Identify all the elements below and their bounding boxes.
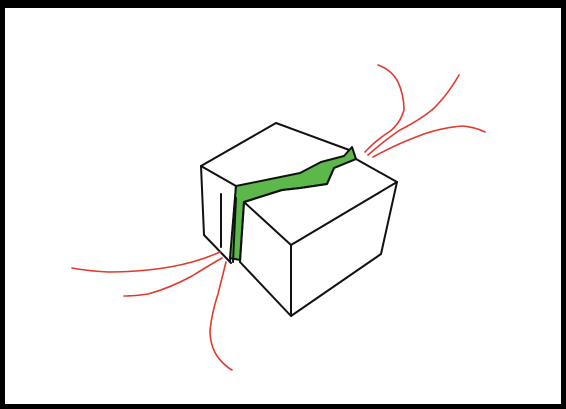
left-block-top-edge bbox=[200, 122, 353, 167]
right-block-bottom-edges bbox=[239, 181, 398, 317]
fracture-lines-lower-left bbox=[71, 251, 233, 371]
fracture-line bbox=[364, 64, 405, 153]
fracture-line bbox=[123, 257, 223, 297]
right-block-top-edge bbox=[243, 158, 398, 203]
left-block bbox=[200, 122, 353, 264]
fracture-line bbox=[372, 125, 486, 158]
left-block-left-face bbox=[200, 165, 232, 264]
right-block-vertical-edge bbox=[239, 201, 245, 263]
fracture-line bbox=[209, 261, 233, 371]
fracture-line bbox=[71, 251, 221, 273]
right-block bbox=[232, 158, 398, 317]
fracture-line bbox=[367, 74, 460, 156]
right-block-inner-line bbox=[232, 197, 237, 263]
fracture-lines-upper-right bbox=[364, 64, 486, 158]
